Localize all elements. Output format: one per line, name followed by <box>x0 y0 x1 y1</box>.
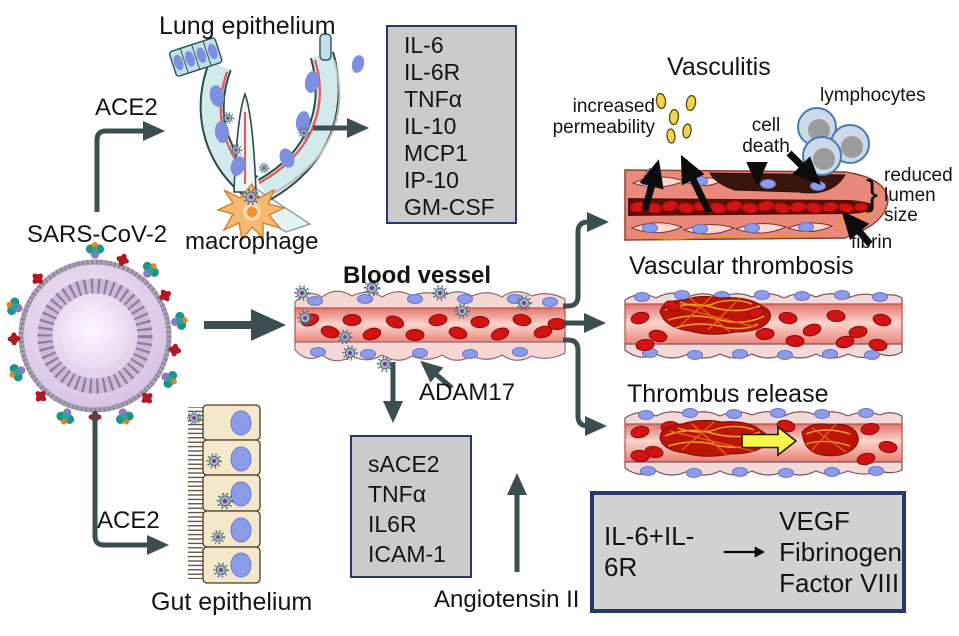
lung-epithelium-illustration <box>168 33 365 242</box>
arrow-permeability-right <box>680 154 713 214</box>
cytokine-item: IL-10 <box>404 113 457 139</box>
label-increased-permeability: increased permeability <box>543 96 655 138</box>
soluble-factor-item: TNFα <box>368 481 427 507</box>
label-gut-epithelium: Gut epithelium <box>151 588 313 616</box>
cytokine-item: IL-6 <box>404 32 444 58</box>
cytokine-item: IP-10 <box>404 167 459 193</box>
gut-epithelium-illustration <box>186 404 261 584</box>
arrow-vessel-to-release <box>563 337 607 436</box>
vasculitis-vessel-illustration <box>624 167 889 241</box>
label-increased-permeability-line2: permeability <box>552 117 655 138</box>
label-vasculitis: Vasculitis <box>667 53 771 81</box>
release-direction-arrow <box>741 425 798 457</box>
blood-vessel-illustration <box>294 279 567 373</box>
label-blood-vessel: Blood vessel <box>343 262 492 289</box>
reduced-lumen-brace: } <box>866 172 879 213</box>
cytokine-item: TNFα <box>404 86 463 112</box>
label-reduced-lumen-line1: reduced <box>884 165 953 186</box>
annotation-arrows <box>639 150 873 247</box>
cytokine-item: GM-CSF <box>404 194 495 220</box>
cytokine-item: IL-6R <box>404 59 461 85</box>
il6-box-outputs: VEGF Fibrinogen Factor VIII <box>779 506 902 599</box>
thrombus-clot <box>659 295 771 335</box>
label-cell-death-line1: cell <box>751 115 781 136</box>
soluble-factor-item: IL6R <box>368 511 417 537</box>
cytokine-item: MCP1 <box>404 140 468 166</box>
permeability-droplets <box>655 92 697 144</box>
label-fibrin: fibrin <box>851 232 893 253</box>
il6-box-input: IL-6+IL-6R <box>604 521 695 582</box>
label-reduced-lumen-line3: size <box>884 205 918 226</box>
label-macrophage: macrophage <box>185 228 319 255</box>
label-cell-death-line2: death <box>742 136 790 157</box>
label-cell-death: cell death <box>737 115 795 157</box>
label-angiotensin-ii: Angiotensin II <box>434 586 580 613</box>
soluble-factor-item: sACE2 <box>368 451 440 477</box>
label-reduced-lumen-line2: lumen <box>884 185 936 206</box>
lymphocytes-illustration <box>797 107 870 176</box>
right-arrow-icon <box>724 546 766 558</box>
label-ace2-bottom: ACE2 <box>97 507 160 534</box>
il6-box-output-item: Fibrinogen <box>779 536 902 567</box>
virus-illustration <box>3 242 190 428</box>
label-lung-epithelium: Lung epithelium <box>159 12 336 40</box>
macrophage-cell <box>215 182 287 242</box>
arrow-permeability-left <box>639 159 664 211</box>
label-thrombus-release: Thrombus release <box>627 380 829 408</box>
thrombus-release-vessel-illustration <box>624 408 903 478</box>
label-adam17: ADAM17 <box>419 379 516 406</box>
il6-box-output-item: VEGF <box>779 505 850 536</box>
label-sars-cov-2: SARS-CoV-2 <box>27 221 168 248</box>
cytokine-box: IL-6 IL-6R TNFα IL-10 MCP1 IP-10 GM-CSF <box>386 25 517 224</box>
arrow-cell-death-diagonal <box>786 150 821 185</box>
label-vascular-thrombosis: Vascular thrombosis <box>629 252 854 280</box>
arrow-vessel-to-vasculitis <box>563 212 609 309</box>
arrow-fibrin <box>841 210 873 247</box>
label-ace2-top: ACE2 <box>95 94 158 121</box>
label-reduced-lumen-size: reduced lumen size <box>884 166 953 226</box>
label-lymphocytes: lymphocytes <box>820 85 926 106</box>
vascular-thrombosis-vessel-illustration <box>624 290 903 360</box>
soluble-factors-box: sACE2 TNFα IL6R ICAM-1 <box>350 435 472 578</box>
arrow-virus-to-gut <box>92 412 169 555</box>
thrombus-clot-released <box>801 423 859 457</box>
il6-box-output-item: Factor VIII <box>779 567 900 598</box>
soluble-factor-item: ICAM-1 <box>368 541 446 567</box>
label-increased-permeability-line1: increased <box>572 96 655 117</box>
arrow-virus-to-lung <box>94 121 165 212</box>
arrow-adam17-pointer <box>420 360 454 390</box>
il6-signaling-box: IL-6+IL-6R VEGF Fibrinogen Factor VIII <box>590 491 906 613</box>
flow-arrows <box>92 118 609 572</box>
